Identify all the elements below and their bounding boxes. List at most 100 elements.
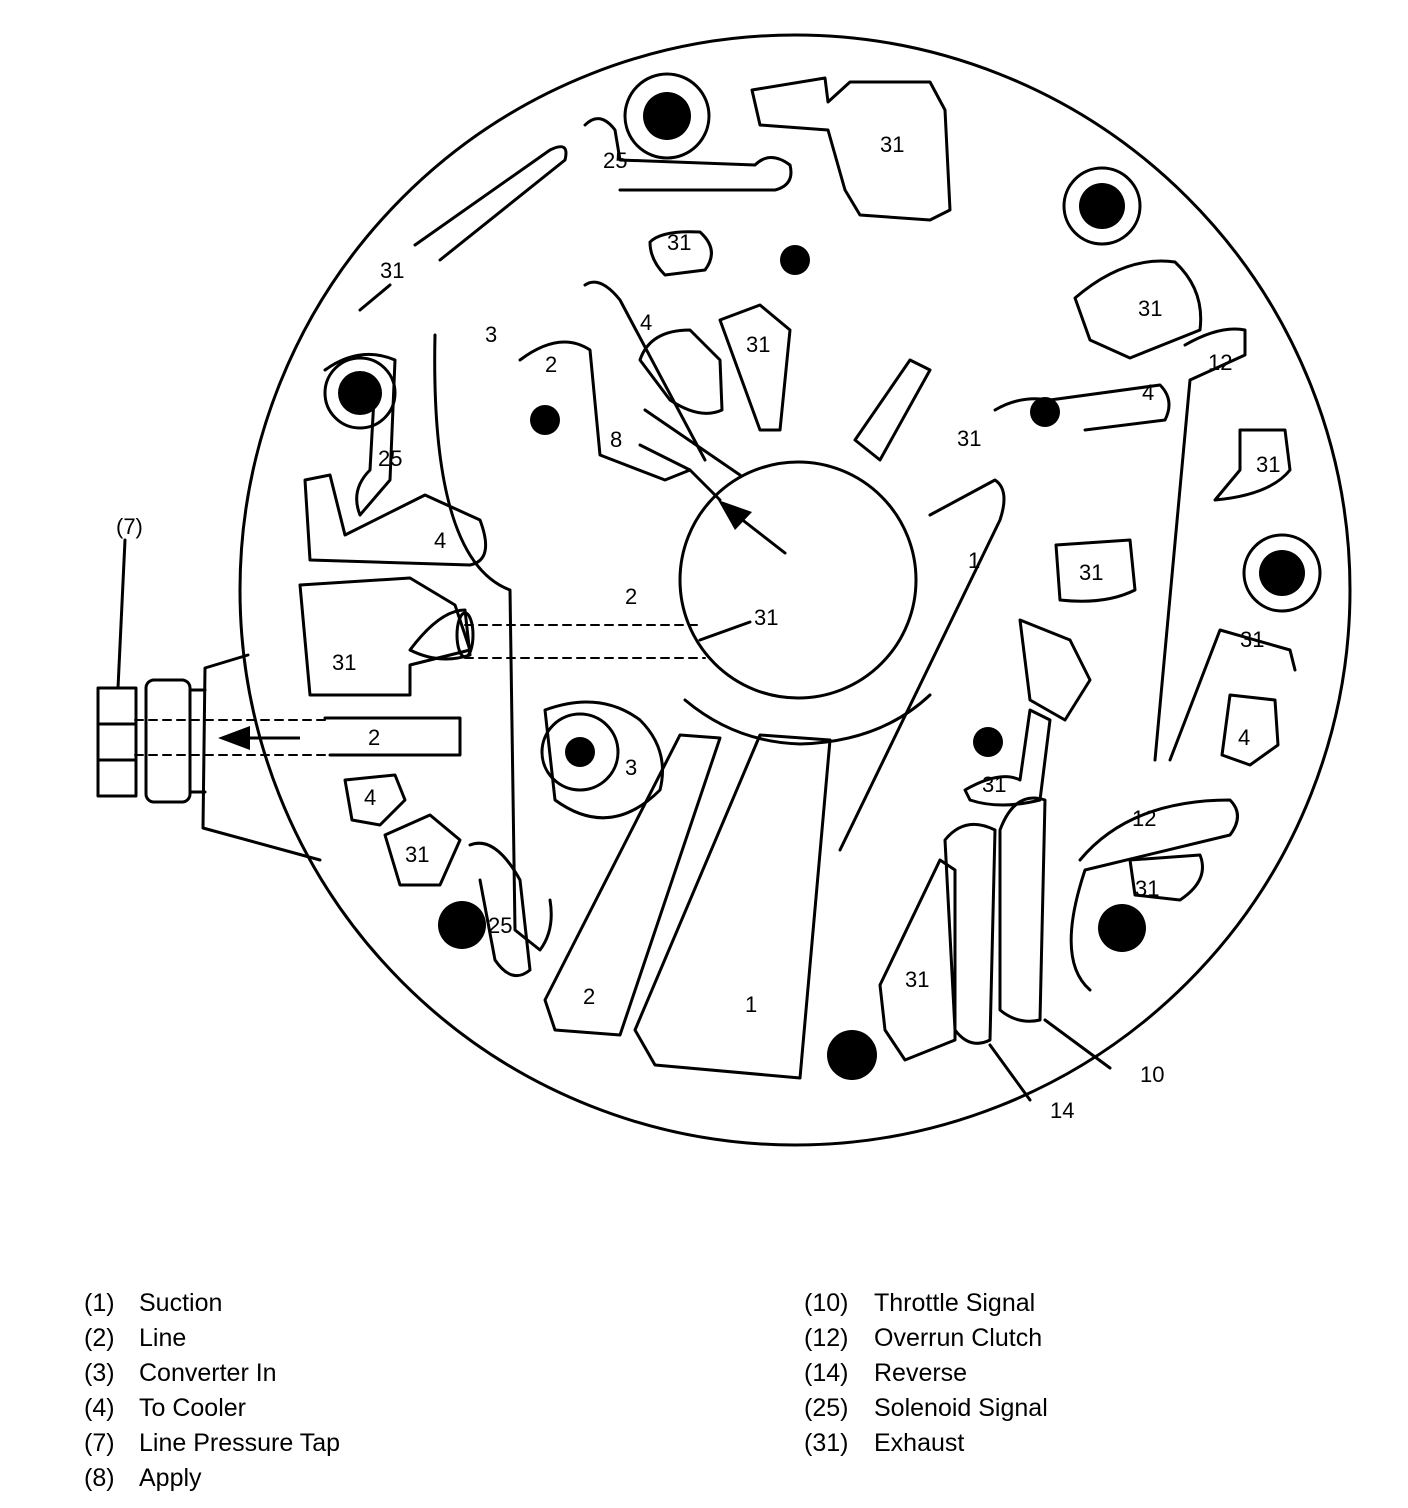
passage-8	[518, 340, 722, 502]
passage-31-mid-cluster	[853, 358, 932, 462]
flow-arrow-shaft	[738, 516, 787, 555]
tap-fitting	[144, 678, 192, 804]
passage-31-right-b	[1054, 538, 1137, 603]
callout-31-pressure: 31	[754, 605, 778, 630]
legend-number: (10)	[804, 1289, 849, 1317]
callout-31-center: 31	[746, 332, 770, 357]
connector-channel	[1018, 618, 1092, 722]
callout-25-top: 25	[603, 148, 627, 173]
passage-4-far-right	[1220, 693, 1280, 767]
passage-31-lower-right	[1128, 853, 1204, 902]
legend-label: Overrun Clutch	[874, 1324, 1043, 1352]
bolt-hole-lower-right	[1098, 904, 1146, 952]
legend-label: To Cooler	[139, 1394, 246, 1422]
legend-label: Reverse	[874, 1359, 968, 1387]
callout-31-right-b: 31	[1079, 560, 1103, 585]
bolt-hole-small-right	[1030, 397, 1060, 427]
legend-number: (7)	[84, 1429, 115, 1457]
callout-31-bottom: 31	[905, 967, 929, 992]
legend-item: (12) Overrun Clutch	[804, 1321, 1048, 1356]
callout-31-right-a: 31	[1256, 452, 1280, 477]
legend-item: (3) Converter In	[84, 1356, 340, 1391]
legend-item: (25)Solenoid Signal	[804, 1391, 1048, 1426]
legend-label: Apply	[139, 1464, 202, 1492]
bolt-boss-upper-right	[1062, 166, 1142, 246]
callout-4-lower-left: 4	[364, 785, 376, 810]
callout-4-far-right: 4	[1238, 725, 1250, 750]
legend-item: (4) To Cooler	[84, 1391, 340, 1426]
callout-8: 8	[610, 427, 622, 452]
passage-2-upper	[583, 280, 707, 462]
legend-number: (3)	[84, 1359, 115, 1387]
passage-31-top	[750, 76, 952, 222]
bolt-hole-left	[338, 371, 382, 415]
callout-12-lower: 12	[1132, 806, 1156, 831]
legend-item: (31)Exhaust	[804, 1426, 1048, 1461]
legend-number: (14)	[804, 1359, 849, 1387]
legend-number: (8)	[84, 1464, 115, 1492]
callout-31-mid-cluster: 31	[957, 426, 981, 451]
passage-10	[998, 796, 1047, 1023]
legend-left-column: (1) Suction (2)Line (3) Converter In (4) To…	[84, 1286, 340, 1496]
passage-4-lower-left	[343, 773, 407, 827]
pump-body-outline	[238, 33, 1352, 1147]
passage-1-bottom	[633, 733, 832, 1080]
passage-31-window	[718, 303, 792, 432]
callout-3-bottom: 3	[625, 755, 637, 780]
bolt-hole-small-boss	[565, 737, 595, 767]
callout-25-bottom: 25	[488, 913, 512, 938]
callout-3-top: 3	[485, 322, 497, 347]
callout-2-top: 2	[545, 352, 557, 377]
center-bore	[678, 460, 918, 700]
callout-31-upper-mid: 31	[667, 230, 691, 255]
legend-label: Suction	[139, 1289, 223, 1317]
tap-hex-nut	[96, 686, 138, 798]
passage-25-left	[323, 352, 397, 517]
passage-31-upper-right	[1073, 259, 1203, 360]
callout-31-left-body: 31	[332, 650, 356, 675]
callout-2-bottom: 2	[583, 984, 595, 1009]
callout-25-left: 25	[378, 446, 402, 471]
callout-4-top: 4	[640, 310, 652, 335]
legend-item: (7) Line Pressure Tap	[84, 1426, 340, 1461]
bolt-hole-right	[1259, 550, 1305, 596]
legend-label: Converter In	[139, 1359, 277, 1387]
leader-31-pressure	[698, 620, 752, 642]
check-ball-housing	[408, 608, 472, 661]
passage-4-left	[303, 473, 488, 567]
callout-2-tap: 2	[368, 725, 380, 750]
passage-2-tap	[323, 716, 462, 757]
passage-31-body	[298, 576, 472, 697]
legend-label: Line Pressure Tap	[139, 1429, 341, 1457]
passage-31-upper-mid	[648, 230, 713, 277]
passage-4-right	[993, 383, 1171, 432]
passage-31-lower-left	[383, 813, 462, 887]
passage-31-center-low	[963, 708, 1052, 807]
bolt-hole-small-left	[530, 405, 560, 435]
passage-12-top	[1153, 327, 1247, 762]
passage-31-left	[413, 145, 568, 262]
legend-number: (4)	[84, 1394, 115, 1422]
legend-number: (31)	[804, 1429, 849, 1457]
flow-arrowhead-center	[718, 500, 752, 530]
legend-item: (1) Suction	[84, 1286, 340, 1321]
callout-31-center-low: 31	[982, 772, 1006, 797]
legend-number: (25)	[804, 1394, 849, 1422]
pump-body-diagram: 31 25 31 31 31 4 3 31 12 2 4 8 31 25 31 …	[96, 33, 1352, 1147]
bolt-hole-lower-left	[438, 901, 486, 949]
legend-label: Throttle Signal	[874, 1289, 1036, 1317]
legend-number: (1)	[84, 1289, 115, 1317]
passage-25-top	[583, 117, 793, 192]
callout-1-right: 1	[968, 548, 980, 573]
callout-31-left: 31	[380, 258, 404, 283]
passage-25-bottom	[468, 841, 532, 978]
legend-number: (12)	[804, 1324, 849, 1352]
bolt-hole-top	[643, 92, 691, 140]
passage-31-right	[1213, 428, 1292, 502]
passage-2-bottom	[543, 733, 722, 1037]
legend-item: (2)Line	[84, 1321, 340, 1356]
callout-4-right: 4	[1142, 380, 1154, 405]
bolt-boss-left	[323, 356, 397, 430]
passage-3-line	[433, 333, 553, 952]
leader-31-center	[643, 408, 742, 477]
